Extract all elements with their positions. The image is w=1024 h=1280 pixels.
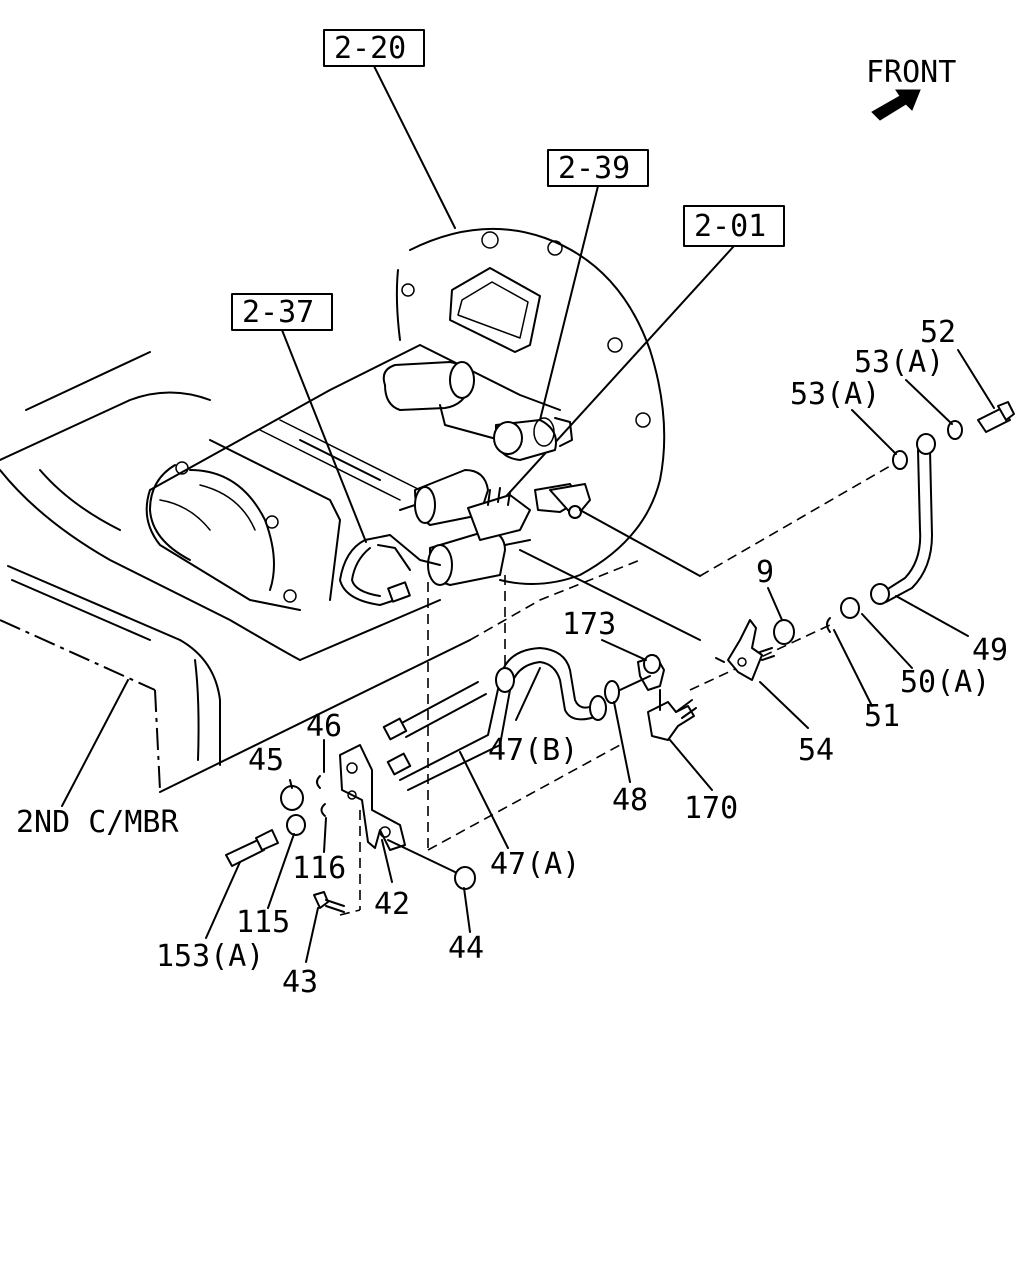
label-49[interactable]: 49 [972, 633, 1008, 668]
part-labels: 52 53(A) 53(A) 9 173 49 50(A) 51 54 46 4… [156, 315, 1008, 1000]
ref-label-2-20: 2-20 [334, 31, 406, 66]
label-9[interactable]: 9 [756, 555, 774, 590]
part-115-nut [286, 814, 306, 836]
label-116[interactable]: 116 [292, 851, 346, 886]
label-42[interactable]: 42 [374, 887, 410, 922]
label-43[interactable]: 43 [282, 965, 318, 1000]
pipe-47a[interactable] [382, 681, 487, 776]
label-46[interactable]: 46 [306, 709, 342, 744]
part-leaders [205, 349, 995, 963]
frame-label: 2ND C/MBR [16, 805, 179, 840]
label-50a[interactable]: 50(A) [900, 665, 990, 700]
label-173[interactable]: 173 [562, 607, 616, 642]
frame-callout: 2ND C/MBR [16, 679, 179, 840]
label-45[interactable]: 45 [248, 743, 284, 778]
ref-label-2-37: 2-37 [242, 295, 314, 330]
chassis-frame [0, 351, 641, 793]
label-44[interactable]: 44 [448, 931, 484, 966]
small-parts [225, 401, 1015, 913]
label-53a[interactable]: 53(A) [790, 377, 880, 412]
label-170[interactable]: 170 [684, 791, 738, 826]
bracket-42[interactable] [339, 744, 406, 851]
label-51[interactable]: 51 [864, 699, 900, 734]
transmission-assembly [145, 227, 666, 611]
pipe-47b[interactable] [399, 647, 607, 791]
front-arrow-icon [871, 89, 921, 121]
front-indicator: FRONT [866, 55, 956, 121]
label-47a[interactable]: 47(A) [490, 847, 580, 882]
ref-box-2-37[interactable]: 2-37 [231, 293, 333, 331]
ref-label-2-39: 2-39 [558, 151, 630, 186]
label-54[interactable]: 54 [798, 733, 834, 768]
part-45-nut [280, 785, 304, 811]
label-48[interactable]: 48 [612, 783, 648, 818]
assembly-lines [339, 465, 891, 916]
label-52[interactable]: 52 [920, 315, 956, 350]
front-label: FRONT [866, 55, 956, 90]
label-115[interactable]: 115 [236, 905, 290, 940]
label-47b[interactable]: 47(B) [488, 733, 578, 768]
ref-label-2-01: 2-01 [694, 209, 766, 244]
ref-box-2-39[interactable]: 2-39 [547, 149, 649, 187]
label-53a-top[interactable]: 53(A) [854, 345, 944, 380]
ref-box-2-01[interactable]: 2-01 [683, 205, 785, 247]
ref-leaders [281, 65, 735, 543]
label-153a[interactable]: 153(A) [156, 939, 264, 974]
ref-box-2-20[interactable]: 2-20 [323, 29, 425, 67]
